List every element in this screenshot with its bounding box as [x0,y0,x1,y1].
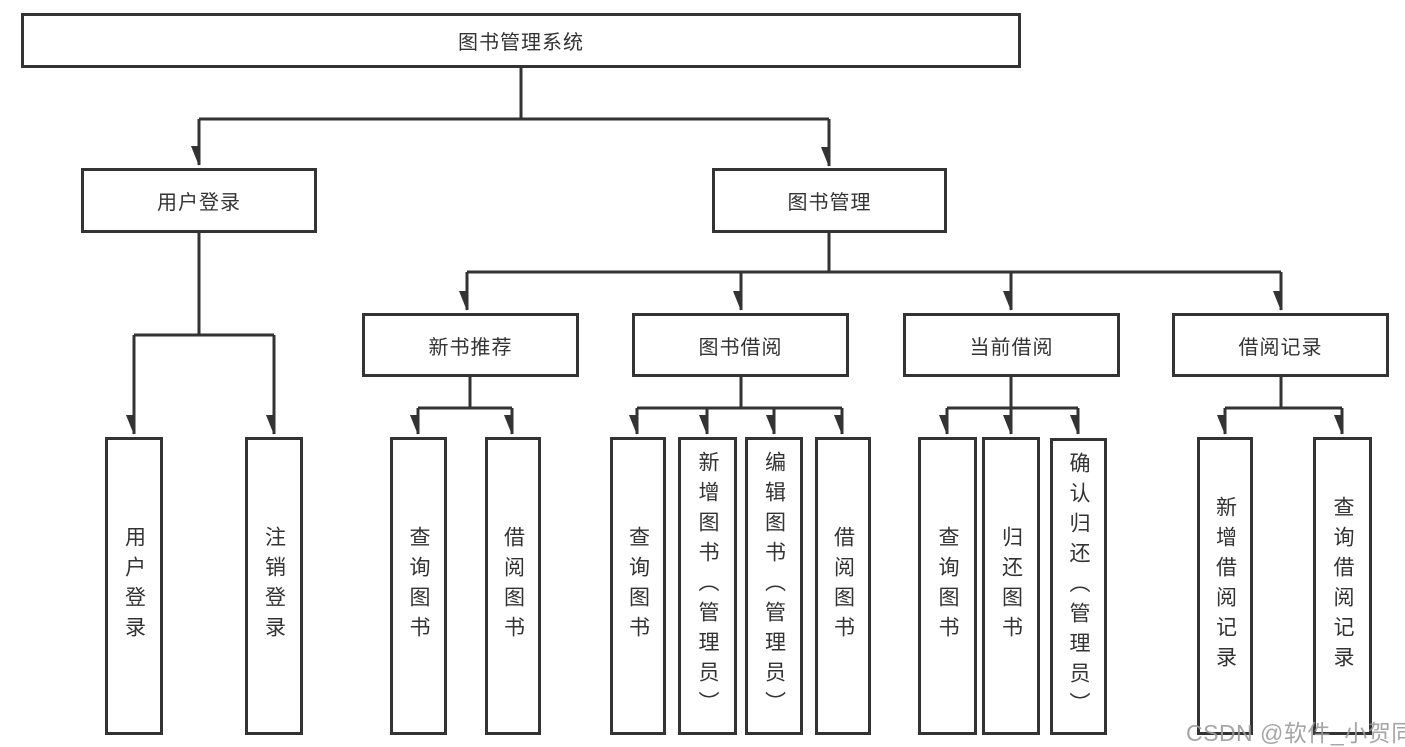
node-query-books-current-label: 查询图书 [936,526,959,646]
node-confirm-return-admin: 确认归还（管理员） [1050,438,1107,735]
node-confirm-return-admin-label: 确认归还（管理员） [1067,451,1090,722]
node-current-borrowing-label: 当前借阅 [969,336,1054,359]
node-borrowing-records: 借阅记录 [1172,313,1389,377]
node-logout-login: 注销登录 [245,437,303,735]
node-query-borrow-record-label: 查询借阅记录 [1331,496,1354,676]
node-borrow-books-recommend: 借阅图书 [485,437,541,735]
node-borrow-books-recommend-label: 借阅图书 [501,526,525,646]
watermark-text: CSDN @软件_小贺同学 [1186,720,1405,746]
node-query-books-recommend: 查询图书 [390,437,447,735]
node-query-books-recommend-label: 查询图书 [407,526,430,646]
node-query-books-borrowing-label: 查询图书 [626,526,650,646]
node-book-management: 图书管理 [712,168,947,233]
node-query-books-current: 查询图书 [918,437,977,735]
node-add-books-admin: 新增图书（管理员） [678,437,737,735]
node-new-book-recommendation-label: 新书推荐 [428,336,513,359]
connector-bars [134,66,1342,410]
node-query-borrow-record: 查询借阅记录 [1313,437,1372,735]
node-book-borrowing-label: 图书借阅 [698,336,783,359]
node-current-borrowing: 当前借阅 [903,313,1120,377]
connector-arrows [134,119,1344,434]
node-add-books-admin-label: 新增图书（管理员） [696,451,719,721]
node-edit-books-admin: 编辑图书（管理员） [745,437,803,735]
node-borrowing-records-label: 借阅记录 [1238,336,1323,359]
node-new-book-recommendation: 新书推荐 [362,313,579,377]
node-logout-login-label: 注销登录 [262,526,286,646]
node-user-login-label: 用户登录 [157,192,241,214]
node-user-login-leaf-label: 用户登录 [122,526,146,646]
node-return-books: 归还图书 [982,437,1040,735]
node-add-borrow-record-label: 新增借阅记录 [1213,496,1237,676]
node-borrow-books-borrowing-label: 借阅图书 [831,526,855,646]
node-library-system-label: 图书管理系统 [458,32,584,54]
node-add-borrow-record: 新增借阅记录 [1197,437,1253,735]
node-borrow-books-borrowing: 借阅图书 [815,437,871,735]
node-user-login-leaf: 用户登录 [105,437,163,735]
node-return-books-label: 归还图书 [999,526,1023,646]
node-query-books-borrowing: 查询图书 [610,437,666,735]
node-library-system: 图书管理系统 [21,13,1021,68]
node-book-management-label: 图书管理 [787,192,872,214]
node-book-borrowing: 图书借阅 [632,313,849,377]
node-user-login: 用户登录 [81,168,317,233]
node-edit-books-admin-label: 编辑图书（管理员） [762,451,786,721]
